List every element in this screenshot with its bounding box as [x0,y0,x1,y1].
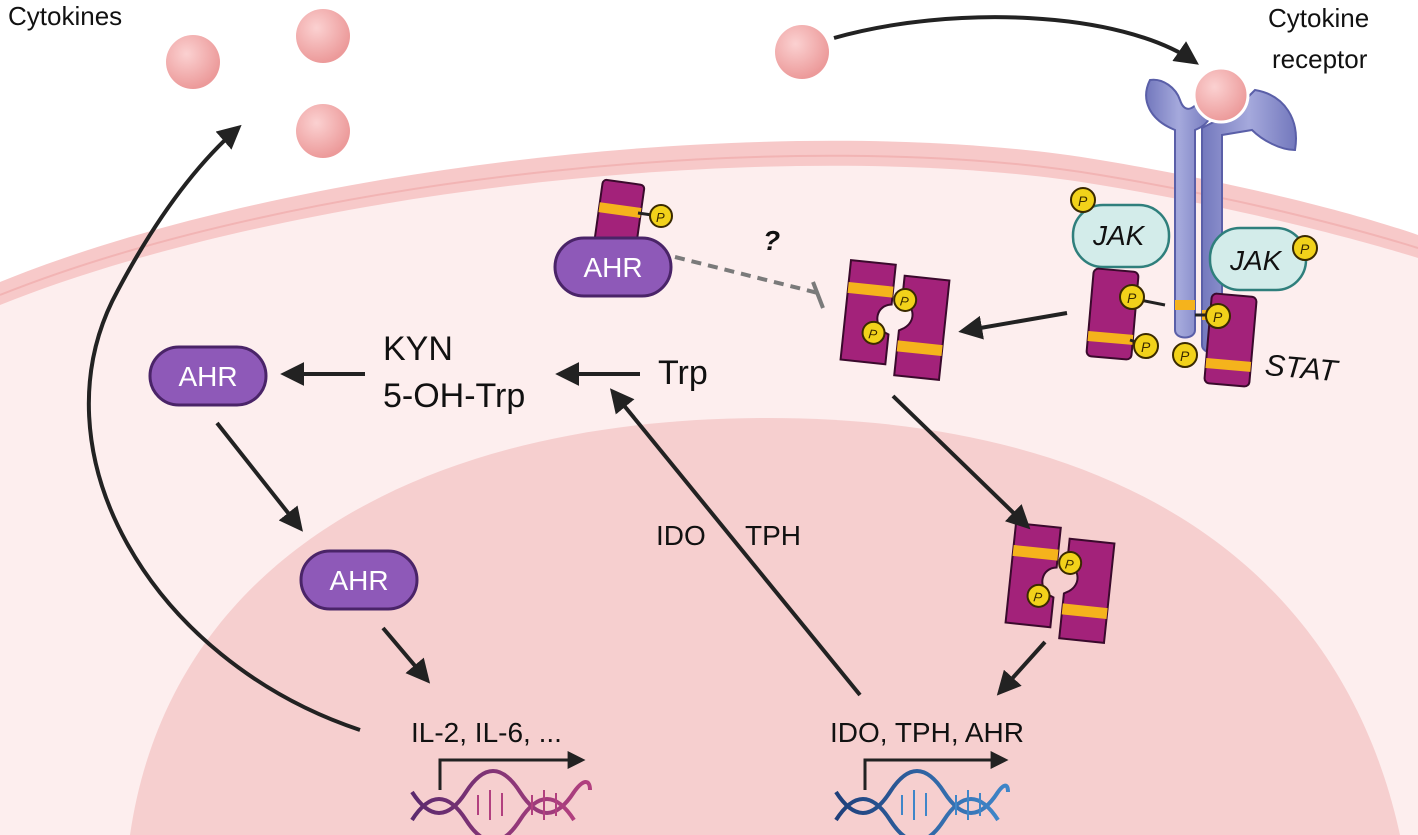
stat-band [1087,331,1134,345]
stat-band [896,340,943,357]
stat-band [1061,603,1108,620]
dna-rungs [477,790,557,820]
phospho-label: P [656,210,665,225]
receptor-band [1175,300,1195,310]
dna-strand [834,769,1010,815]
arrow-receptor-to-stat-dimer [958,311,1068,340]
phospho-label: P [1033,589,1044,605]
dna-strand [834,797,1000,835]
ido-label: IDO [656,520,706,551]
kyn-label: KYN [383,330,453,368]
stat-dimer-cytoplasm: P P [839,258,951,382]
stat-band [1205,358,1252,372]
dna-left [410,751,592,835]
arrow-ahr-to-nucleus [215,421,303,532]
arrow-nuclear-ahr-to-il-genes [381,626,431,684]
jak-body [1071,203,1171,269]
ahr-pill [553,236,673,298]
phospho-label: P [1141,339,1151,355]
trp-label: Trp [658,354,708,392]
cytokines-group [166,9,829,158]
jak-label: JAK [1092,220,1146,251]
phospho-icon [1070,187,1096,213]
jak-label: JAK [1229,245,1283,276]
jak-right: JAK P [1208,226,1318,292]
stat-dimer-nucleus: P P [1004,521,1116,645]
phospho-label: P [899,293,910,309]
phospho-label: P [1078,193,1088,209]
bound-cytokine [1192,66,1250,124]
jak-left: JAK P [1070,187,1171,269]
ahr-cytoplasm: AHR [148,345,268,407]
transcription-start-arrow [438,751,586,790]
transcription-start-arrow [863,751,1009,790]
phospho-label: P [868,326,879,342]
target-genes-label: IDO, TPH, AHR [830,717,1024,748]
tph-label: TPH [745,520,801,551]
arrow-stat-dimer-to-nucleus [891,394,1031,530]
dna-rungs [901,790,981,820]
ahr-pill [299,549,419,611]
phospho-icon [861,320,886,345]
dna-strand [410,797,576,835]
cytokine-molecule [166,35,220,89]
cytokine-molecule [296,9,350,63]
stat-band [1012,544,1059,561]
stat-band [847,281,894,298]
phospho-label: P [1180,348,1190,364]
phospho-icon [1026,583,1051,608]
il-genes-label: IL-2, IL-6, ... [411,717,562,748]
ahr-pill-label: AHR [583,252,642,283]
ahr-pill-label: AHR [329,565,388,596]
dna-right [834,751,1010,835]
cytokine-binding-arrow [833,15,1199,65]
phospho-icon [1133,333,1159,359]
phospho-icon [1058,550,1083,575]
ahr-stat-complex: P AHR [553,178,673,298]
cytokines-label: Cytokines [8,1,122,31]
phospho-label: P [1213,309,1223,325]
cytokine-molecule [775,25,829,79]
phospho-icon [1292,235,1318,261]
phospho-label: P [1064,556,1075,572]
inhibition-bar [811,281,825,309]
phospho-icon [1172,342,1198,368]
nucleus [130,417,1400,835]
oh-trp-label: 5-OH-Trp [383,377,525,415]
ahr-pill-label: AHR [178,361,237,392]
question-mark: ? [763,225,780,256]
phospho-icon [649,204,673,228]
phospho-label: P [1300,241,1310,257]
cytokine-receptor-label-line2: receptor [1272,44,1368,74]
stat-at-receptor: P P P P [1085,267,1258,388]
arrow-nuclear-stat-to-genes [996,640,1047,696]
stat-protein [1085,267,1140,361]
inhibition-line [674,255,819,295]
phospho-icon [893,287,918,312]
arrow-il-genes-to-cytokines [86,124,361,732]
ahr-nucleus: AHR [299,549,419,611]
pathway-arrows [86,124,1068,732]
phospho-icon [1205,303,1231,329]
ahr-pill [148,345,268,407]
cytokine-receptor-label-line1: Cytokine [1268,3,1369,33]
phospho-label: P [1127,290,1137,306]
stat-band [598,202,642,218]
dna-strand [410,769,592,815]
membrane-inner-line [0,154,1418,296]
stat-label: STAT [1264,349,1341,388]
phospho-icon [1119,284,1145,310]
arrow-genes-to-trp [609,388,862,697]
cytokine-molecule [296,104,350,158]
